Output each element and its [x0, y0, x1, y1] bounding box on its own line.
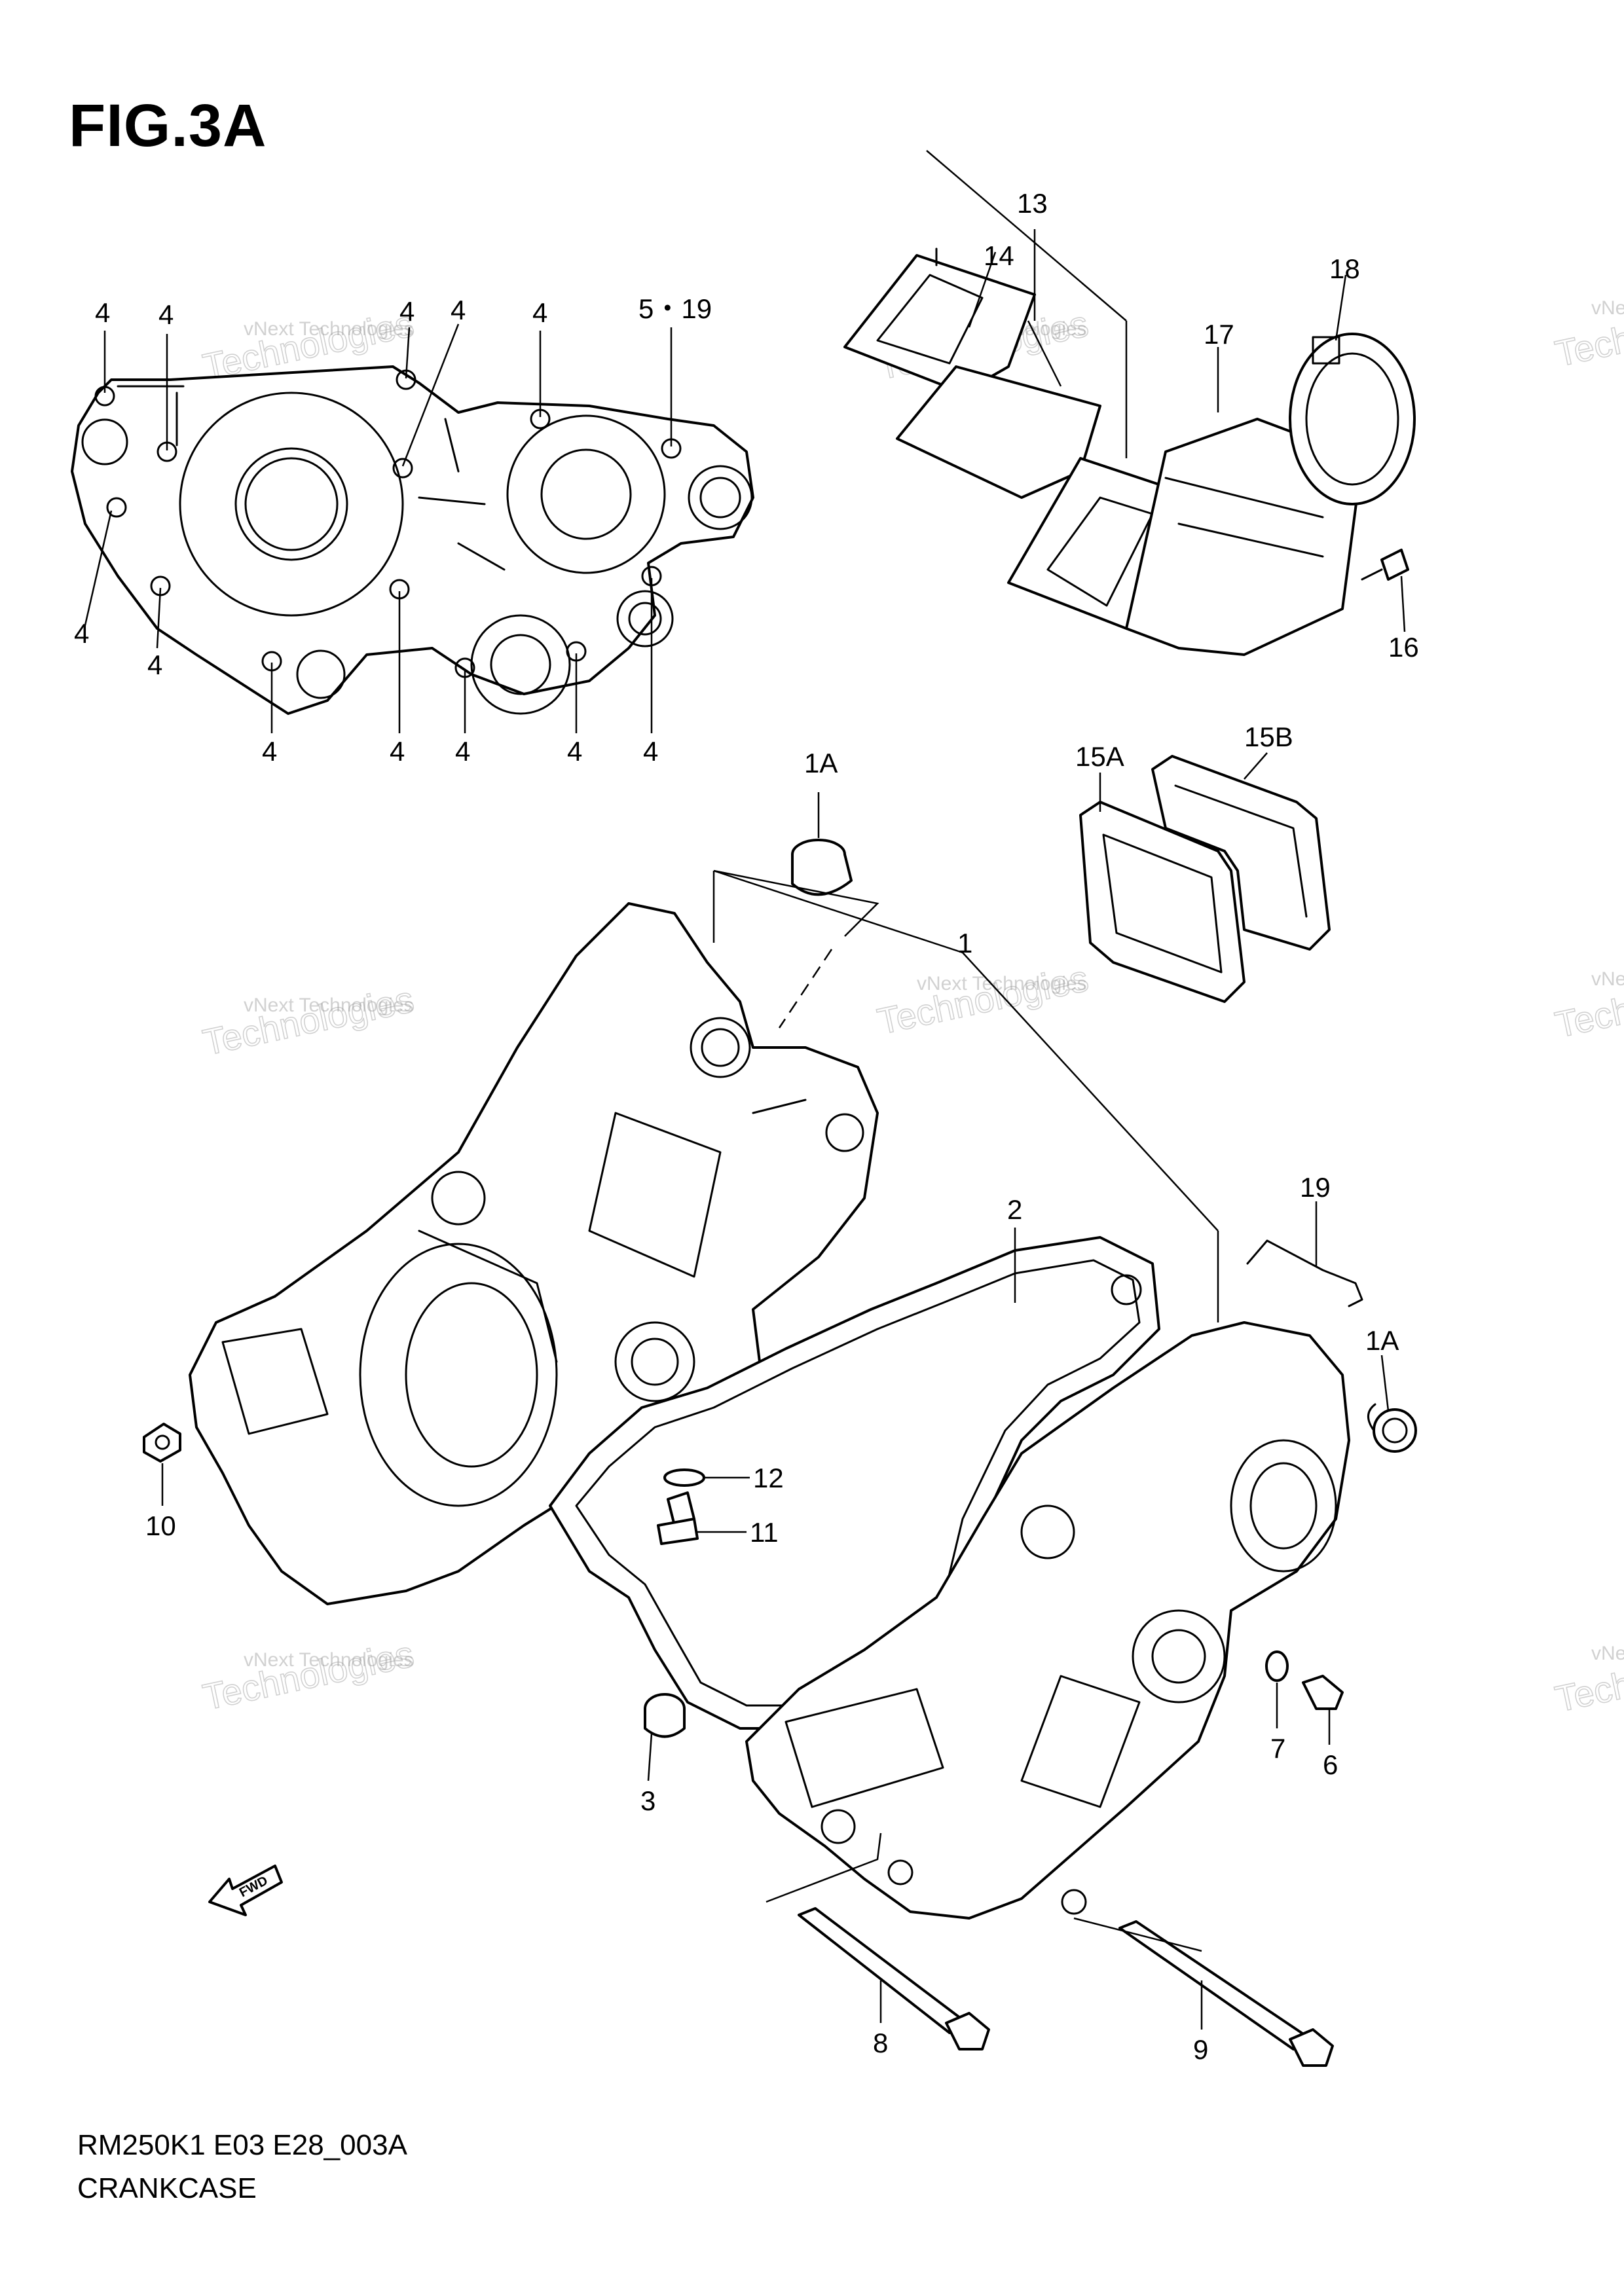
callout-4: 4 [399, 296, 415, 327]
svg-text:vNext Technologies: vNext Technologies [1591, 968, 1624, 990]
svg-text:vNext Technologies: vNext Technologies [1591, 1643, 1624, 1664]
nut-10 [143, 1423, 181, 1463]
callout-1: 1 [957, 928, 972, 958]
crankcase-gasket [549, 1236, 1160, 1730]
callout-4: 4 [643, 736, 658, 767]
washer-7 [1265, 1650, 1289, 1682]
washer-12 [663, 1468, 705, 1487]
callout-14: 14 [984, 240, 1014, 271]
callout-4: 4 [158, 299, 174, 330]
callout-4: 4 [455, 736, 470, 767]
right-crankcase-half [745, 1321, 1350, 1920]
callout-13: 13 [1017, 188, 1048, 219]
watermark: vNext Technologies Technologies [1551, 1634, 1624, 1720]
svg-text:vNext Technologies: vNext Technologies [244, 1649, 414, 1671]
svg-text:vNext Technologies: vNext Technologies [1591, 297, 1624, 319]
watermark: vNext Technologies Technologies [199, 977, 418, 1063]
svg-text:vNext Technologies: vNext Technologies [244, 318, 414, 340]
callout-8: 8 [873, 2028, 888, 2058]
callout-2: 2 [1007, 1194, 1022, 1225]
callout-4: 4 [451, 295, 466, 325]
reed-valve-gaskets [1079, 755, 1331, 1003]
long-bolt-9 [1118, 1920, 1334, 2067]
bolt-6 [1302, 1675, 1344, 1710]
watermark: vNext Technologies Technologies [199, 1632, 418, 1718]
watermark: vNext Technologies Technologies [1551, 289, 1624, 374]
callout-18: 18 [1329, 253, 1360, 284]
bolt-11 [657, 1491, 699, 1545]
callout-1a: 1A [804, 748, 838, 778]
callout-17: 17 [1204, 319, 1234, 350]
figure-title: FIG.3A [69, 92, 267, 159]
callout-4: 4 [74, 618, 89, 649]
callout-19: 19 [1300, 1172, 1331, 1203]
svg-text:Technologies: Technologies [199, 1633, 417, 1718]
callout-4: 4 [95, 297, 110, 328]
reed-valve-assembly [843, 247, 1416, 656]
dowel-pin-1a [791, 839, 853, 896]
callout-6: 6 [1323, 1749, 1338, 1780]
bracket-19 [1246, 1239, 1363, 1307]
figure-name: CRANKCASE [77, 2172, 257, 2204]
svg-text:Technologies: Technologies [199, 978, 417, 1063]
dowel-pin-1a-right [1367, 1403, 1417, 1453]
watermark: vNext Technologies Technologies [1551, 960, 1624, 1046]
callout-10: 10 [145, 1510, 176, 1541]
callout-3: 3 [640, 1785, 655, 1816]
callout-12: 12 [753, 1463, 784, 1493]
callout-15b: 15B [1244, 721, 1293, 752]
callout-4: 4 [532, 297, 547, 328]
svg-text:Technologies: Technologies [874, 957, 1092, 1042]
callout-4: 4 [262, 736, 277, 767]
long-bolt-8 [798, 1907, 990, 2050]
watermark: vNext Technologies Technologies [874, 957, 1092, 1042]
callout-9: 9 [1193, 2034, 1208, 2065]
svg-text:vNext Technologies: vNext Technologies [244, 994, 414, 1016]
svg-text:vNext Technologies: vNext Technologies [917, 973, 1087, 994]
callout-4: 4 [567, 736, 582, 767]
callout-1a: 1A [1365, 1325, 1399, 1356]
leader-lines [84, 150, 1406, 2030]
callout-15a: 15A [1075, 741, 1124, 772]
figure-code: RM250K1 E03 E28_003A [77, 2129, 407, 2161]
callout-7: 7 [1270, 1733, 1285, 1764]
callout-16: 16 [1388, 632, 1419, 663]
callout-5-19: 5・19 [638, 293, 712, 324]
callout-labels: 4 4 4 4 4 5・19 4 4 4 4 4 4 4 13 14 18 17… [74, 188, 1419, 2065]
fwd-arrow: FWD [208, 1865, 283, 1916]
callout-11: 11 [750, 1517, 779, 1548]
callout-4: 4 [390, 736, 405, 767]
callout-4: 4 [147, 649, 162, 680]
crankcase-face-view [71, 365, 754, 715]
dowel-pin-3 [644, 1693, 686, 1738]
